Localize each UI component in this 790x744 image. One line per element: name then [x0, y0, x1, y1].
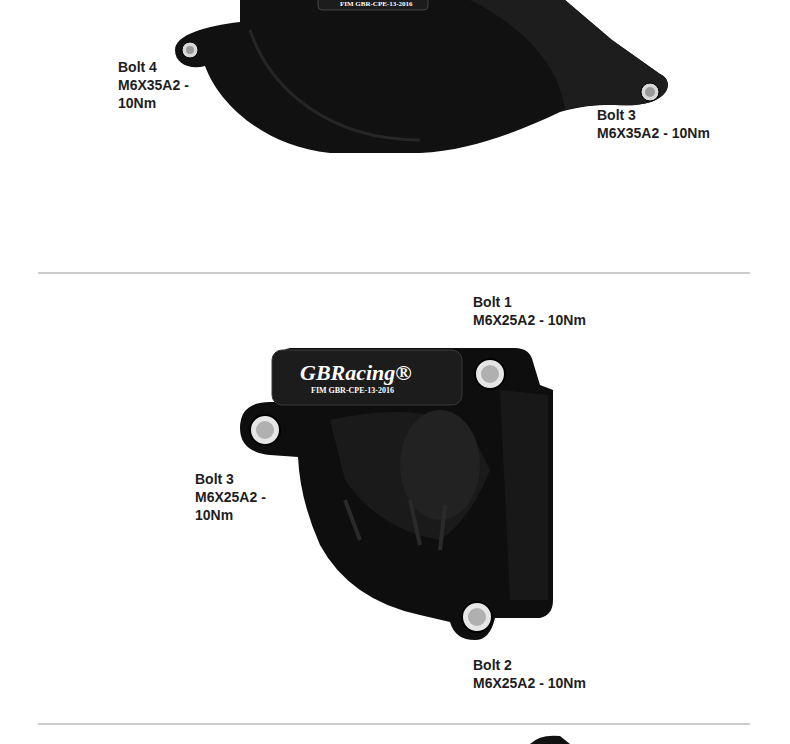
bolt-spec: M6X25A2 - 10Nm — [195, 488, 285, 524]
bolt-name: Bolt 4 — [118, 58, 157, 76]
bolt-name: Bolt 1 — [473, 293, 512, 311]
brand-logo: GBRacing® — [300, 360, 412, 386]
separator-line — [38, 273, 750, 274]
bolt-name: Bolt 3 — [597, 106, 636, 124]
approval-code: FIM GBR-CPE-13-2016 — [311, 386, 394, 396]
bolt-spec: M6X35A2 - 10Nm — [597, 124, 710, 142]
bolt-spec: M6X25A2 - 10Nm — [473, 674, 586, 692]
engine-cover-top — [175, 0, 668, 153]
next-cover-edge — [530, 736, 570, 744]
bolt-spec: M6X25A2 - 10Nm — [473, 311, 586, 329]
bolt-head — [250, 359, 505, 632]
bolt-spec: M6X35A2 - 10Nm — [118, 76, 208, 112]
separator-line — [38, 724, 750, 725]
bolt-name: Bolt 3 — [195, 470, 234, 488]
approval-code: FIM GBR-CPE-13-2016 — [340, 0, 413, 9]
bolt-name: Bolt 2 — [473, 656, 512, 674]
water-pump-cover — [240, 348, 553, 640]
